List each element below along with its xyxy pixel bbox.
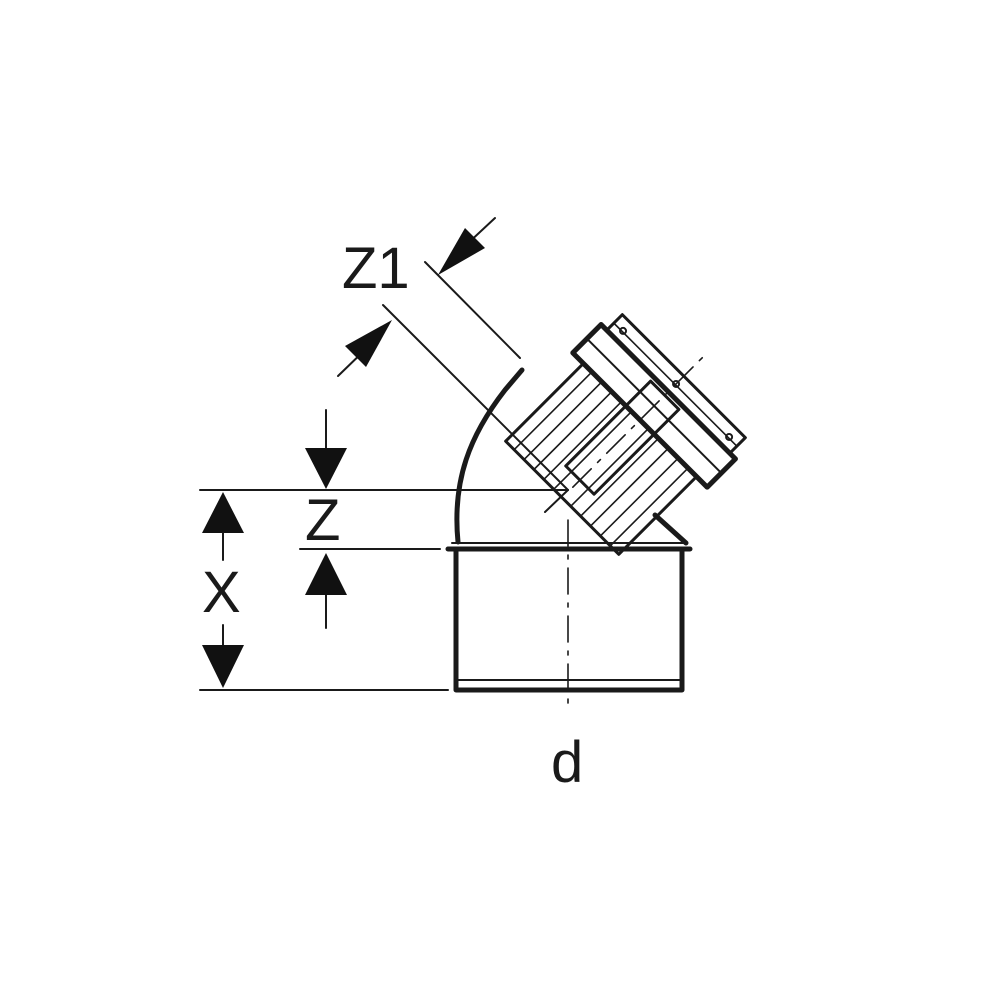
label-d: d xyxy=(551,730,583,795)
dimension-x xyxy=(199,492,449,691)
lower-socket xyxy=(445,542,693,693)
dimension-z1 xyxy=(337,217,569,513)
thread-ribs xyxy=(513,371,689,547)
dimension-z xyxy=(199,409,569,629)
label-x: X xyxy=(202,560,241,625)
label-z1: Z1 xyxy=(342,236,410,301)
label-z: Z xyxy=(305,488,340,553)
elbow-arc xyxy=(454,367,689,546)
angled-socket xyxy=(504,313,747,556)
